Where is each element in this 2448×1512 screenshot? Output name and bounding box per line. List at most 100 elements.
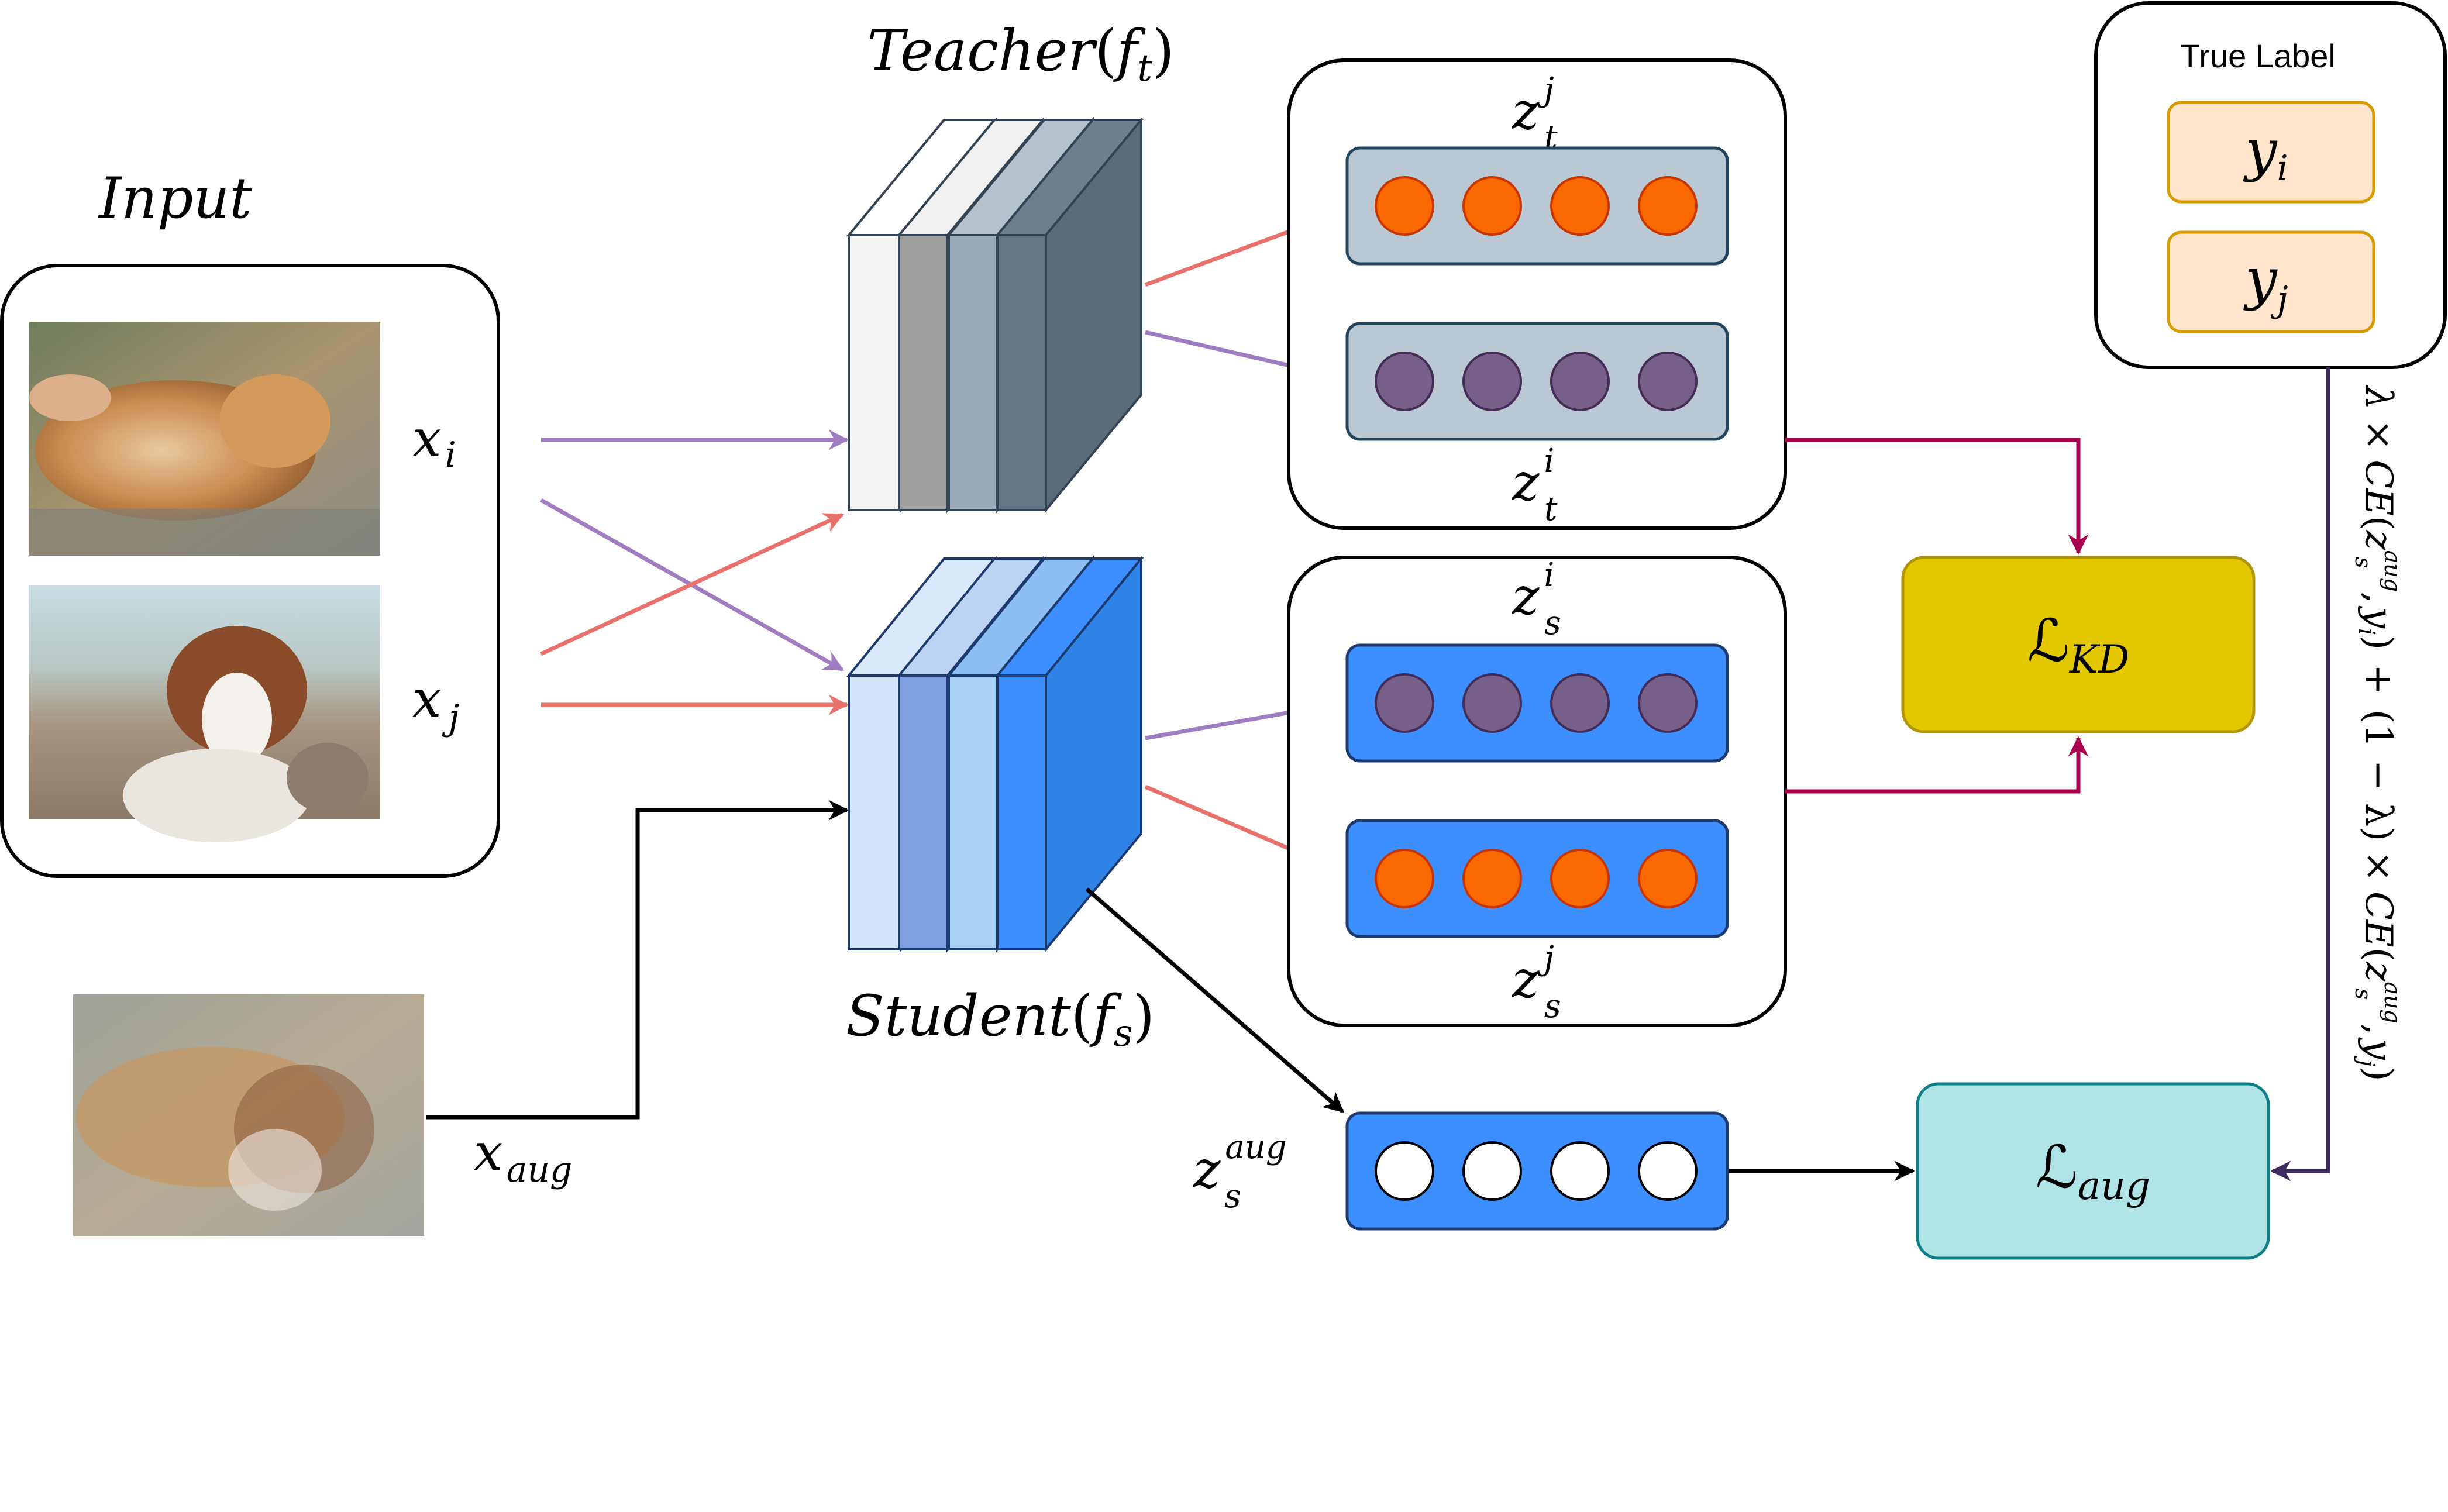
- student-logits-i-bar: [1345, 643, 1729, 763]
- yi-var: y: [2243, 118, 2278, 183]
- student-name: Student: [846, 983, 1071, 1049]
- f-zsup2: aug: [2380, 981, 2405, 1023]
- student-logits-aug-bar: [1345, 1111, 1729, 1231]
- student-i-node: [1462, 673, 1522, 733]
- teacher-network: [846, 116, 1144, 514]
- arrow-xaug-student: [426, 800, 849, 1120]
- teacher-close: ): [1152, 18, 1174, 84]
- f-open1: (: [2357, 516, 2400, 531]
- f-open2: (: [2357, 948, 2400, 962]
- label-yi: yi: [2243, 118, 2288, 189]
- xaug-var: x: [474, 1122, 503, 1182]
- f-close2: ): [2357, 1067, 2400, 1082]
- teacher-j-node: [1550, 176, 1610, 236]
- zsaug-sup: aug: [1225, 1128, 1286, 1166]
- xi-var: x: [412, 408, 442, 469]
- f-ce1: CE: [2357, 460, 2400, 516]
- student-j-node: [1550, 849, 1610, 908]
- teacher-i-node: [1375, 352, 1434, 411]
- arrow-teacher-kd: [1785, 438, 2089, 555]
- zsj-var: z: [1512, 949, 1540, 1010]
- f-zsub2: s: [2350, 989, 2376, 1000]
- arrow-student-kd: [1785, 736, 2089, 794]
- f-ysub1: i: [2354, 628, 2380, 635]
- kd-sub: KD: [2069, 637, 2129, 682]
- image-cat: [29, 322, 380, 556]
- student-j-node: [1462, 849, 1522, 908]
- teacher-i-node: [1462, 352, 1522, 411]
- kd-loss-box: [1901, 556, 2256, 733]
- arrow-student-zaug: [1085, 887, 1344, 1113]
- student-sub: s: [1114, 1012, 1133, 1055]
- teacher-logits-j-bar: [1345, 146, 1729, 266]
- svg-text:xi: xi: [412, 408, 456, 476]
- aug-node: [1462, 1141, 1522, 1201]
- f-comma2: ,: [2357, 1023, 2400, 1035]
- student-i-node: [1638, 673, 1698, 733]
- zsj-sub: s: [1544, 987, 1561, 1025]
- student-j-node: [1638, 849, 1698, 908]
- ztj-var: z: [1512, 81, 1540, 141]
- xi-sub: i: [445, 435, 456, 476]
- zti-var: z: [1512, 452, 1540, 512]
- teacher-title: Teacher(ft): [867, 18, 1174, 90]
- zti-sub: t: [1544, 490, 1558, 528]
- svg-text:zjs: zjs: [1512, 939, 1561, 1025]
- input-title: Input: [98, 166, 252, 231]
- zti-sup: i: [1544, 442, 1554, 480]
- xaug-sub: aug: [507, 1149, 573, 1190]
- f-y2: y: [2357, 1037, 2400, 1060]
- teacher-sub: t: [1137, 47, 1152, 90]
- arrow-label-aug: [2270, 367, 2330, 1182]
- f-lambda1: λ: [2357, 384, 2400, 410]
- zsaug-sub: s: [1224, 1177, 1241, 1215]
- teacher-name: Teacher: [867, 18, 1097, 84]
- f-zsup1: aug: [2380, 550, 2405, 592]
- f-ce2: CE: [2357, 891, 2400, 948]
- teacher-j-node: [1462, 176, 1522, 236]
- aug-sub: aug: [2078, 1163, 2150, 1208]
- f-comma1: ,: [2357, 592, 2400, 604]
- xj-var: x: [412, 669, 442, 729]
- teacher-j-node: [1375, 176, 1434, 236]
- aug-node: [1638, 1141, 1698, 1201]
- image-dog: [29, 585, 380, 842]
- student-i-node: [1550, 673, 1610, 733]
- f-z2: z: [2357, 962, 2400, 983]
- svg-text:λ×CE(zaugs,yi)+(1 − λ)×CE(zaug: λ×CE(zaugs,yi)+(1 − λ)×CE(zaugs,yj): [2350, 384, 2405, 1082]
- student-layer-4: [994, 555, 1144, 953]
- teacher-layer-4: [994, 116, 1144, 514]
- arrow-xj-teacher: [540, 512, 845, 656]
- svg-text:zis: zis: [1512, 556, 1561, 642]
- yj-var: y: [2243, 246, 2278, 312]
- kd-loss-label: ℒKD: [2027, 607, 2129, 682]
- aug-loss-box: [1916, 1082, 2270, 1260]
- f-plus: +: [2357, 664, 2400, 695]
- student-title: Student(fs): [846, 983, 1155, 1055]
- svg-text:zit: zit: [1512, 442, 1558, 528]
- f-times2: ×: [2357, 850, 2400, 882]
- svg-text:zaugs: zaugs: [1193, 1128, 1287, 1215]
- aug-loss-label: ℒaug: [2036, 1133, 2150, 1208]
- teacher-logits-i-bar: [1345, 322, 1729, 441]
- teacher-i-node: [1550, 352, 1610, 411]
- zsi-sup: i: [1544, 556, 1554, 594]
- teacher-j-node: [1638, 176, 1698, 236]
- aug-sym: ℒ: [2036, 1133, 2078, 1201]
- f-close1: ): [2357, 635, 2400, 650]
- student-i-node: [1375, 673, 1434, 733]
- aug-node: [1375, 1141, 1434, 1201]
- yi-sub: i: [2277, 148, 2288, 189]
- image-augmented: [73, 994, 424, 1236]
- true-label-title: True Label: [2180, 37, 2336, 74]
- label-yj-box: [2167, 230, 2375, 333]
- f-times1: ×: [2357, 419, 2400, 451]
- zsi-var: z: [1512, 566, 1540, 626]
- f-oml: (1 − λ): [2357, 709, 2400, 842]
- student-close: ): [1133, 983, 1155, 1049]
